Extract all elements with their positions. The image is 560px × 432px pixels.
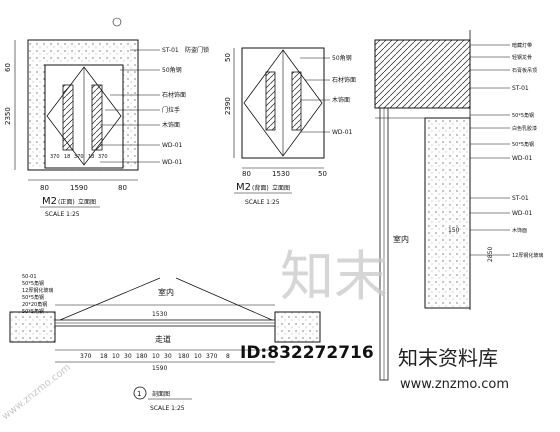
elevation-back-subtitle: 立面图 xyxy=(272,184,290,192)
plan-left-label: 50*5角钢 xyxy=(22,280,44,287)
leader-label: 防盗门锁 xyxy=(185,46,209,54)
inline-dim: 370 xyxy=(98,154,108,160)
leader-label: 50角钢 xyxy=(332,54,352,62)
inline-dim: 370 xyxy=(74,154,84,160)
elevation-front-title: M2 xyxy=(42,196,57,207)
section-dim-vertical: 2850 xyxy=(487,247,494,262)
leader-label: 木饰面 xyxy=(162,121,180,129)
leader-label: 50角钢 xyxy=(162,66,182,74)
leader-label: 门拉手 xyxy=(162,106,180,114)
dim-width: 1530 xyxy=(272,170,290,178)
plan-title-num: 1 xyxy=(137,390,141,398)
dim-right: 80 xyxy=(118,184,127,192)
plan-bottom-dim: 370 xyxy=(206,353,218,360)
plan-bottom-dim: 370 xyxy=(80,353,92,360)
leader-label: ST-01 xyxy=(162,47,179,54)
plan-wall-left xyxy=(9,311,56,343)
elevation-front-subtitle: 立面图 xyxy=(78,198,96,206)
plan-bottom-dim: 30 xyxy=(124,353,132,360)
watermark-brand: 知末 xyxy=(280,245,388,308)
plan-section: 室内 走道 1530 50-01 50*5角钢 12厚钢化玻璃 50*5角钢 2… xyxy=(9,274,374,412)
plan-bottom-dim: 30 xyxy=(164,353,172,360)
section-label: 12厚钢化玻璃 xyxy=(512,252,543,259)
section-label: 木饰面 xyxy=(512,227,527,234)
plan-bottom-dim: 10 xyxy=(152,353,160,360)
dim-height: 2390 xyxy=(224,97,232,115)
elevation-front-handle-left xyxy=(62,84,74,151)
plan-wall-right xyxy=(274,311,321,343)
leader-label: WD-01 xyxy=(162,142,183,149)
section-label: 白色乳胶漆 xyxy=(512,125,537,132)
section-inner-label: 室内 xyxy=(393,234,409,244)
section-wall-stone xyxy=(424,117,471,309)
plan-left-label: 50-01 xyxy=(22,274,37,280)
section-label: 50*5角钢 xyxy=(512,141,534,148)
leader-label: WD-01 xyxy=(162,159,183,166)
dim-width: 1590 xyxy=(70,184,88,192)
elevation-back: 50 2390 1530 80 50 50角钢 石材饰面 木饰面 WD-01 M… xyxy=(224,47,356,206)
watermark-diag: www.znzmo.com xyxy=(0,362,73,422)
section-label: WD-01 xyxy=(512,210,533,217)
plan-bottom-dim: 18 xyxy=(100,353,108,360)
plan-id: ID:832272716 xyxy=(240,343,374,363)
leader-label: 木饰面 xyxy=(332,96,350,104)
plan-bottom-dim: 8 xyxy=(226,353,230,360)
section-label: 轻钢龙骨 xyxy=(512,54,532,61)
section-dim-small: 150 xyxy=(448,227,460,234)
elevation-front-scale: SCALE 1:25 xyxy=(45,211,80,218)
section-label: 50*5角钢 xyxy=(512,112,534,119)
dim-left: 80 xyxy=(40,184,49,192)
dim-height: 2350 xyxy=(4,107,12,125)
plan-bottom-dim: 10 xyxy=(194,353,202,360)
plan-scale: SCALE 1:25 xyxy=(150,405,185,412)
section-label: ST-01 xyxy=(512,195,529,202)
plan-total: 1590 xyxy=(152,365,167,372)
section-vertical: 暗藏灯带 轻钢龙骨 石膏板吊顶 ST-01 50*5角钢 白色乳胶漆 50*5角… xyxy=(374,30,543,381)
dim-top: 50 xyxy=(224,53,232,62)
elevation-back-title: M2 xyxy=(236,182,251,193)
plan-room-label: 室内 xyxy=(158,287,174,297)
section-label: 暗藏灯带 xyxy=(512,42,532,49)
plan-left-label: 50*5角钢 xyxy=(22,308,44,315)
watermark-url: www.znzmo.com xyxy=(400,377,509,392)
elevation-back-handle-left xyxy=(265,71,276,131)
section-label: ST-01 xyxy=(512,85,529,92)
dim-left: 80 xyxy=(242,170,251,178)
plan-bottom-dim: 10 xyxy=(112,353,120,360)
section-label: 石膏板吊顶 xyxy=(512,67,537,74)
leader-label: 石材饰面 xyxy=(332,76,356,84)
section-label: WD-01 xyxy=(512,155,533,162)
inline-dim: 18 xyxy=(88,154,94,160)
dim-right: 50 xyxy=(318,170,327,178)
watermark-brand-full: 知末资料库 xyxy=(398,346,498,370)
elevation-back-title-suffix: (背面) xyxy=(252,184,269,192)
elevation-back-handle-right xyxy=(291,71,302,131)
elevation-front-title-suffix: (正面) xyxy=(58,199,75,206)
plan-width: 1530 xyxy=(152,311,167,318)
elevation-front-handle-right xyxy=(91,84,103,151)
section-ceiling xyxy=(374,39,471,109)
elevation-front: 60 2350 1590 80 80 ST-01 防盗门锁 50角钢 石材饰面 … xyxy=(4,17,209,218)
leader-label: WD-01 xyxy=(332,129,353,136)
plan-left-label: 50*5角钢 xyxy=(22,294,44,301)
inline-dim: 18 xyxy=(64,154,70,160)
elevation-back-scale: SCALE 1:25 xyxy=(245,199,280,206)
leader-label: 石材饰面 xyxy=(162,91,186,99)
plan-corridor-label: 走道 xyxy=(155,334,171,344)
plan-left-label: 12厚钢化玻璃 xyxy=(22,287,53,294)
plan-bottom-dim: 180 xyxy=(136,353,148,360)
dim-top: 60 xyxy=(4,63,12,72)
inline-dim: 370 xyxy=(50,154,60,160)
plan-left-label: 20*20角钢 xyxy=(22,301,47,308)
door-swing-right xyxy=(175,277,273,321)
door-swing-left xyxy=(59,277,161,321)
plan-bottom-dim: 180 xyxy=(178,353,190,360)
plan-title: 剖面图 xyxy=(152,390,170,398)
